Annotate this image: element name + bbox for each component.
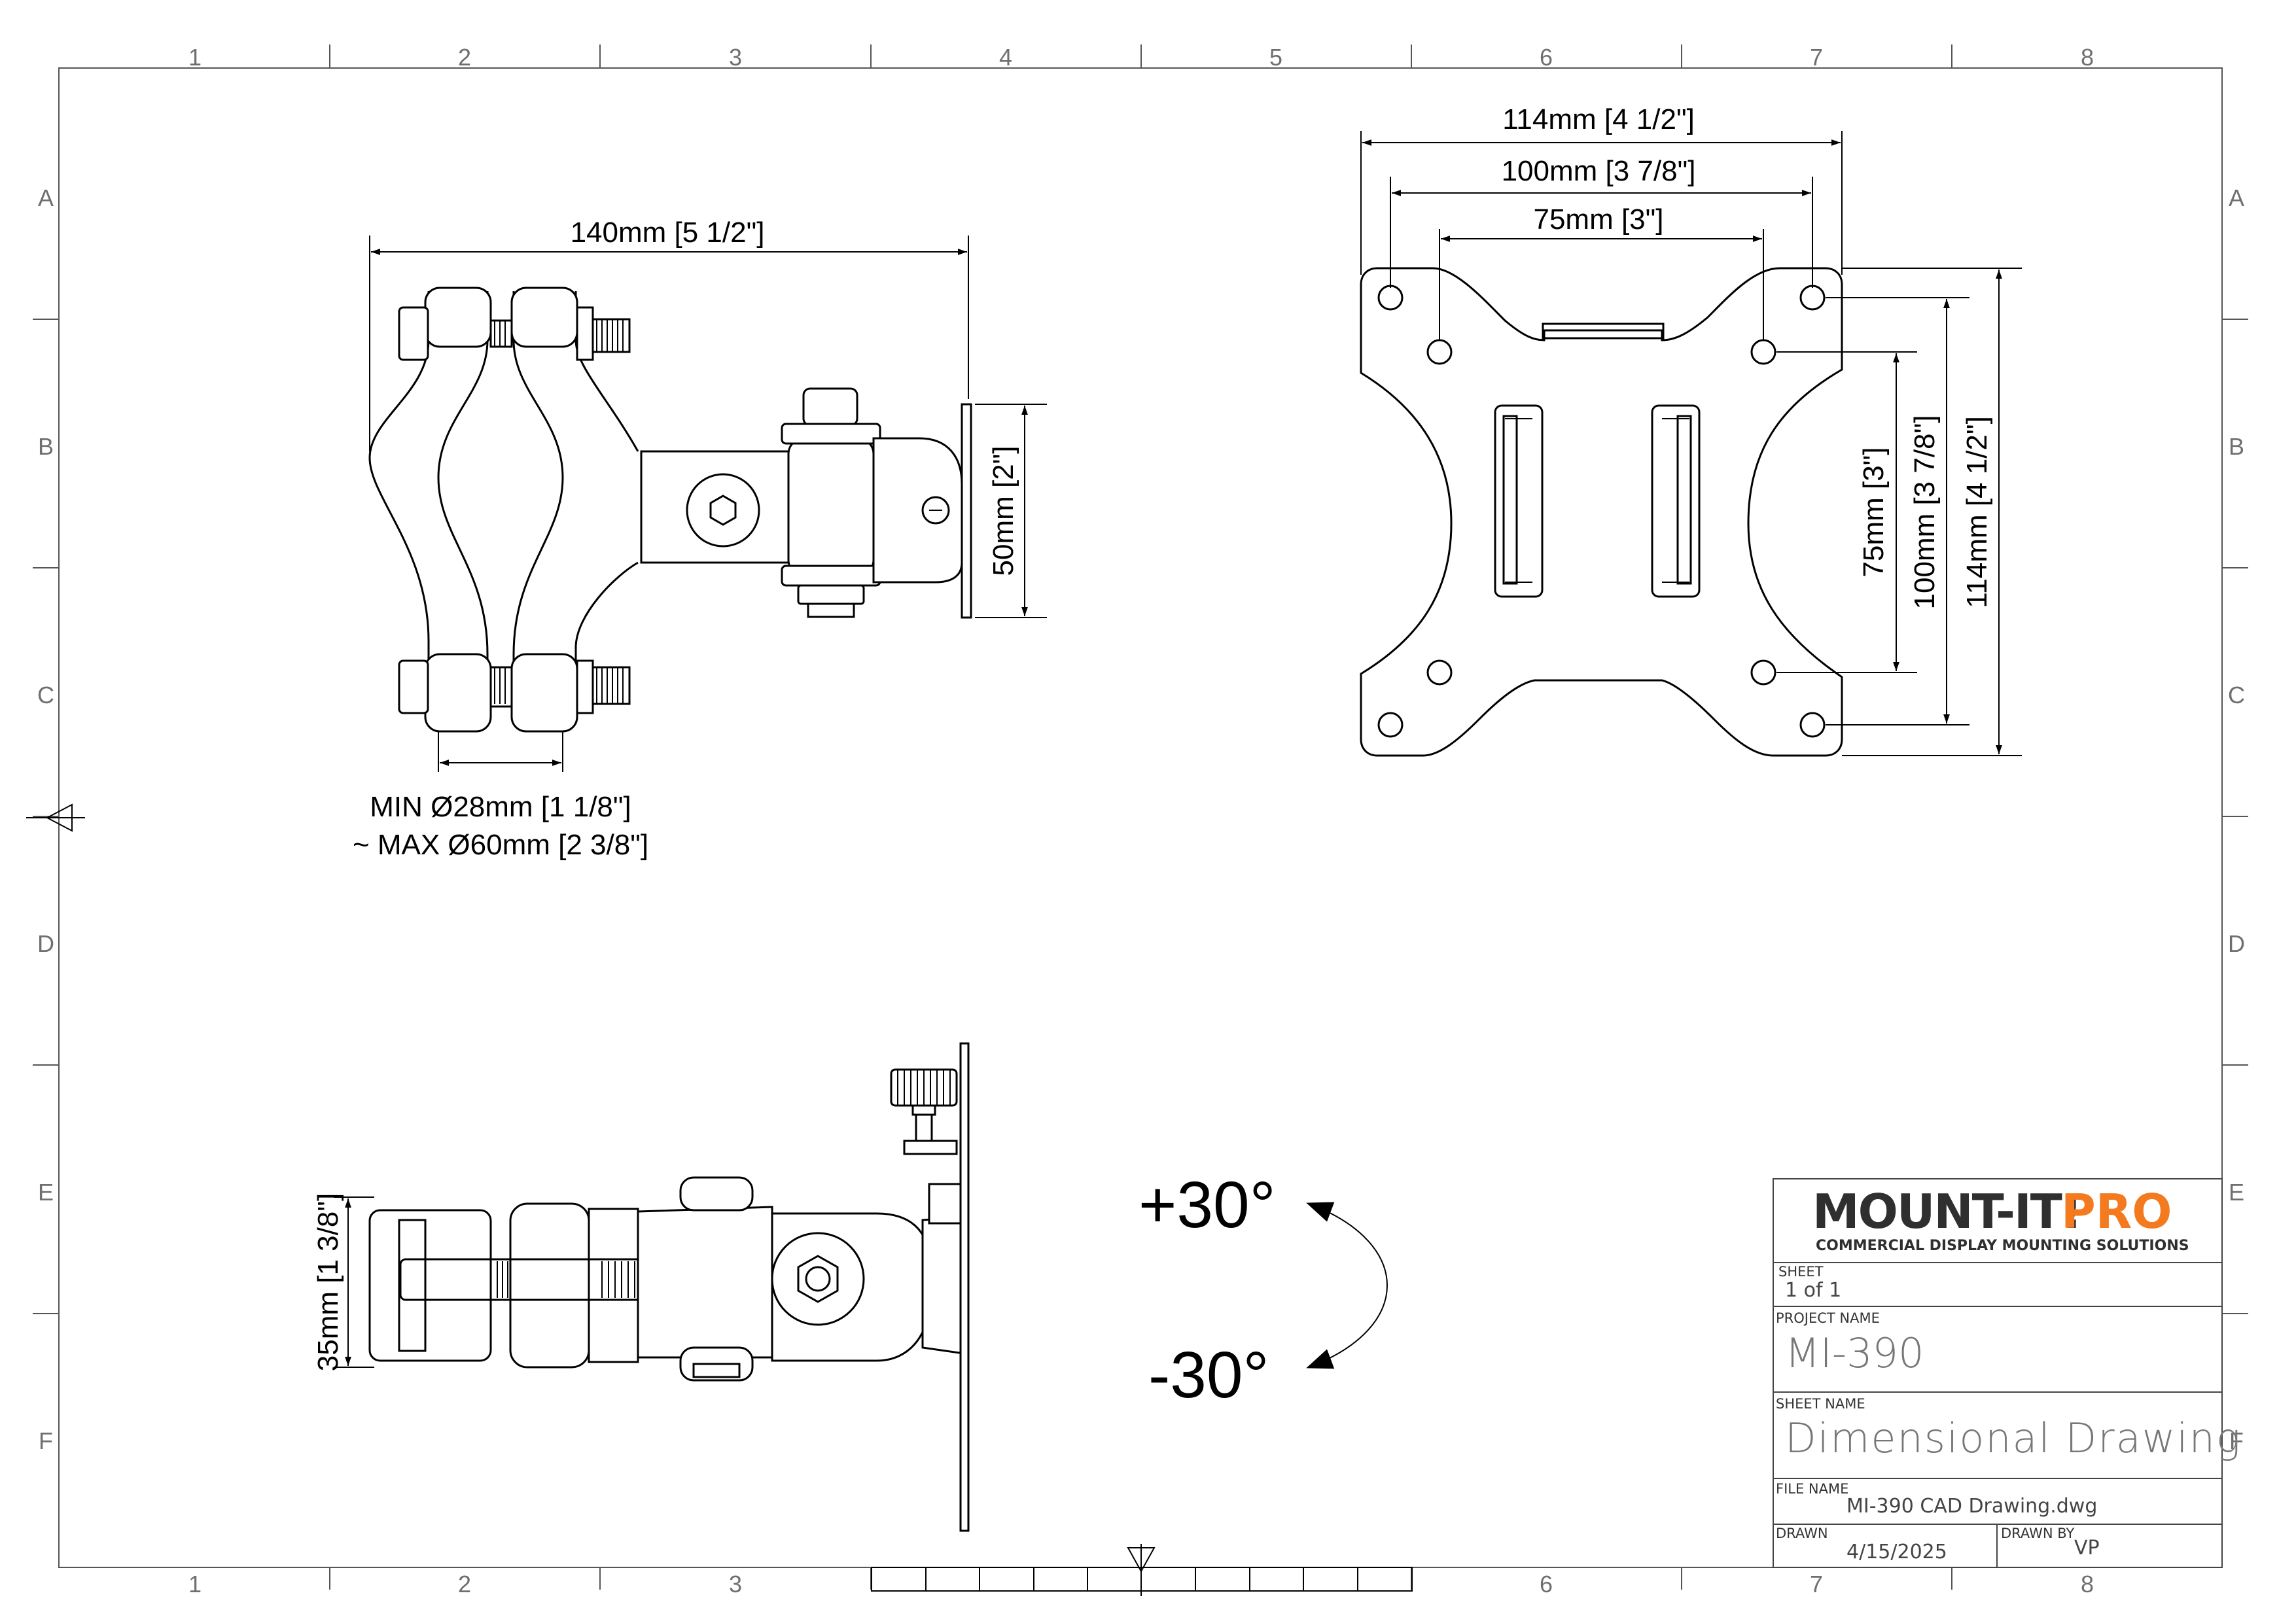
drawn-by-label: DRAWN BY bbox=[2001, 1526, 2075, 1541]
grid-labels: 1 2 3 4 5 6 7 8 1 2 3 6 7 8 A B C D E F … bbox=[37, 44, 2245, 1597]
grid-col-label: 6 bbox=[1540, 1571, 1553, 1597]
grid-row-label: A bbox=[2229, 184, 2244, 211]
tilt-plus-label: +30° bbox=[1139, 1168, 1276, 1242]
grid-row-label: A bbox=[38, 184, 54, 211]
sheet-value: 1 of 1 bbox=[1785, 1279, 1841, 1302]
bolt-thread-upper bbox=[494, 319, 624, 352]
plate-height-dimension: 50mm [2"] bbox=[987, 445, 1019, 576]
grid-row-label: C bbox=[2228, 682, 2245, 708]
grid-row-label: E bbox=[2229, 1179, 2244, 1206]
drawn-date-value: 4/15/2025 bbox=[1846, 1541, 1947, 1563]
grid-col-label: 2 bbox=[458, 1571, 471, 1597]
grid-col-label: 1 bbox=[188, 44, 202, 71]
sheet-name-label: SHEET NAME bbox=[1776, 1396, 1865, 1412]
grid-col-label: 8 bbox=[2081, 44, 2094, 71]
bolt-thread-lower bbox=[494, 667, 624, 704]
grid-row-label: D bbox=[2228, 930, 2245, 957]
sheet-label: SHEET bbox=[1778, 1264, 1824, 1280]
brand-tagline: COMMERCIAL DISPLAY MOUNTING SOLUTIONS bbox=[1816, 1238, 2189, 1254]
project-name-value: MI-390 bbox=[1785, 1329, 1924, 1377]
vesa-100-horizontal: 100mm [3 7/8"] bbox=[1502, 155, 1696, 187]
drawn-label: DRAWN bbox=[1776, 1526, 1828, 1541]
grid-row-label: B bbox=[2229, 433, 2244, 460]
side-view bbox=[368, 287, 972, 733]
grid-col-label: 1 bbox=[188, 1571, 202, 1597]
brand-suffix: PRO bbox=[2061, 1184, 2172, 1239]
vesa-plate-view bbox=[1360, 267, 1843, 757]
top-view-dimensions: 35mm [1 3/8"] bbox=[312, 1193, 374, 1371]
vesa-75-horizontal: 75mm [3"] bbox=[1533, 203, 1663, 236]
top-view bbox=[368, 1042, 970, 1532]
brand-name: MOUNT-IT! bbox=[1812, 1184, 2081, 1239]
clamp-min-note: MIN Ø28mm [1 1/8"] bbox=[370, 791, 631, 823]
grid-row-label: B bbox=[38, 433, 54, 460]
tilt-angle-indicator: +30° -30° bbox=[1139, 1168, 1388, 1412]
sheet-name-value: Dimensional Drawing bbox=[1785, 1414, 2242, 1462]
side-view-dimensions: 140mm [5 1/2"] 50mm [2"] MIN Ø28mm [1 1/… bbox=[353, 217, 1047, 861]
grid-col-label: 2 bbox=[458, 44, 471, 71]
grid-col-label: 6 bbox=[1540, 44, 1553, 71]
project-name-label: PROJECT NAME bbox=[1776, 1310, 1880, 1326]
centering-marks bbox=[26, 803, 1413, 1596]
top-height-dimension: 35mm [1 3/8"] bbox=[312, 1193, 344, 1371]
grid-row-label: D bbox=[37, 930, 54, 957]
side-width-dimension: 140mm [5 1/2"] bbox=[571, 217, 765, 249]
grid-col-label: 7 bbox=[1810, 1571, 1823, 1597]
vesa-114-horizontal: 114mm [4 1/2"] bbox=[1502, 103, 1695, 135]
grid-row-label: E bbox=[38, 1179, 54, 1206]
top-bolt-thread bbox=[497, 1261, 655, 1298]
clamp-max-note: ~ MAX Ø60mm [2 3/8"] bbox=[353, 829, 648, 861]
knob-knurl bbox=[897, 1070, 951, 1106]
file-name-label: FILE NAME bbox=[1776, 1481, 1848, 1497]
grid-col-label: 3 bbox=[729, 44, 742, 71]
grid-col-label: 8 bbox=[2081, 1571, 2094, 1597]
grid-col-label: 5 bbox=[1269, 44, 1282, 71]
tilt-minus-label: -30° bbox=[1148, 1338, 1269, 1412]
grid-col-label: 7 bbox=[1810, 44, 1823, 71]
grid-row-label: F bbox=[39, 1427, 53, 1454]
vesa-100-vertical: 100mm [3 7/8"] bbox=[1909, 415, 1941, 610]
vesa-114-vertical: 114mm [4 1/2"] bbox=[1961, 416, 1993, 608]
grid-col-label: 4 bbox=[999, 44, 1012, 71]
file-name-value: MI-390 CAD Drawing.dwg bbox=[1846, 1495, 2097, 1518]
grid-col-label: 3 bbox=[729, 1571, 742, 1597]
drawn-by-value: VP bbox=[2074, 1537, 2100, 1560]
title-block: MOUNT-IT! PRO COMMERCIAL DISPLAY MOUNTIN… bbox=[1773, 1178, 2242, 1568]
vesa-dimensions: 114mm [4 1/2"] 100mm [3 7/8"] 75mm [3"] … bbox=[1360, 103, 2022, 756]
grid-row-label: F bbox=[2229, 1427, 2244, 1454]
vesa-75-vertical: 75mm [3"] bbox=[1858, 447, 1890, 577]
grid-row-label: C bbox=[37, 682, 54, 708]
